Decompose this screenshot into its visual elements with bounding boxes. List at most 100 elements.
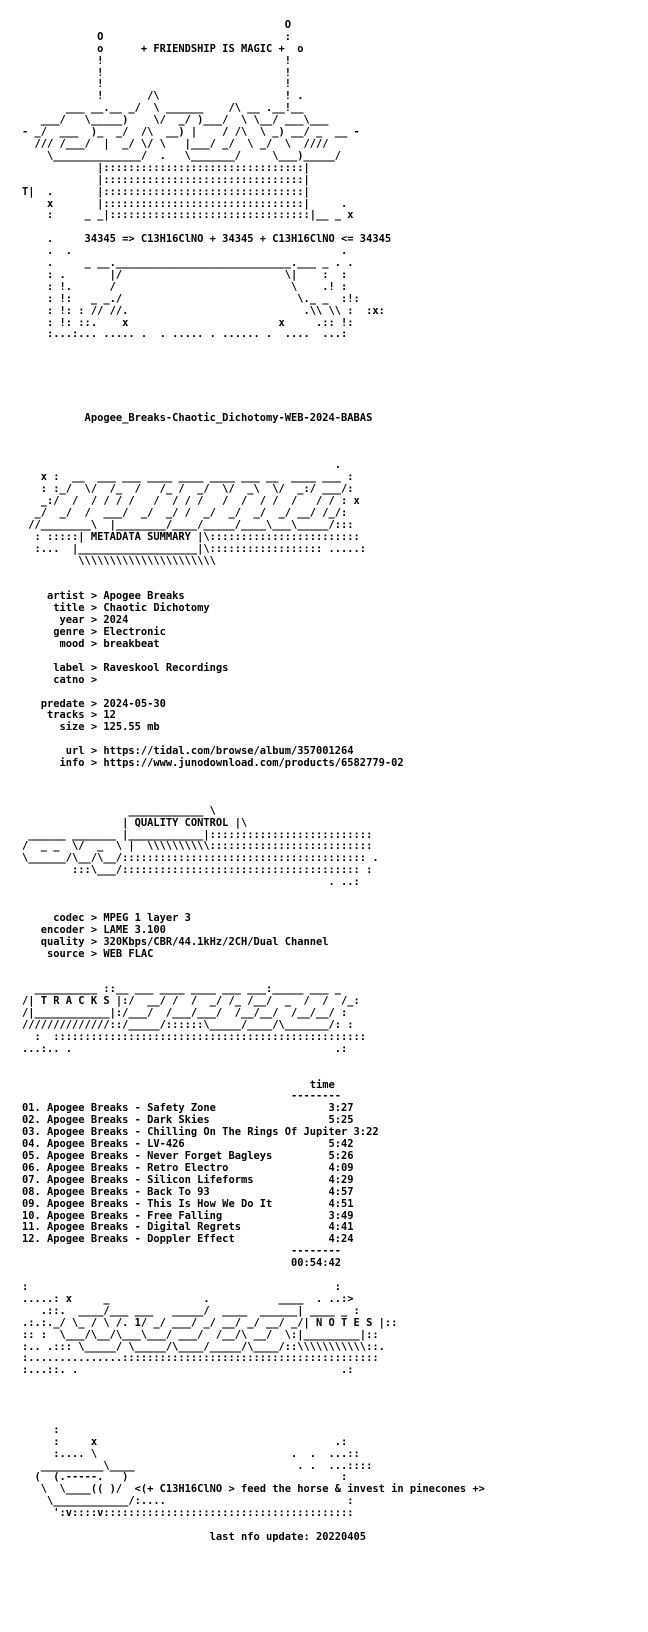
nfo-line: ! /\ ! . (22, 90, 342, 103)
nfo-line (22, 340, 335, 352)
nfo-line: ( (.-----. ) : (22, 1471, 348, 1484)
nfo-line (22, 1519, 335, 1531)
nfo-line: source > WEB FLAC (22, 947, 154, 960)
nfo-line: codec > MPEG 1 layer 3 (22, 911, 191, 924)
nfo-line: O : (22, 30, 335, 43)
nfo-line: __________\____ . . ...:::: (22, 1459, 373, 1472)
nfo-line: \____________/:.... : (22, 1495, 354, 1508)
nfo-line: quality > 320Kbps/CBR/44.1kHz/2CH/Dual C… (22, 935, 329, 948)
nfo-line (22, 376, 335, 388)
nfo-line (22, 221, 335, 233)
nfo-line: artist > Apogee Breaks (22, 590, 185, 603)
nfo-line: catno > (22, 673, 98, 686)
nfo-line: 09. Apogee Breaks - This Is How We Do It… (22, 1197, 354, 1210)
nfo-line: Apogee_Breaks-Chaotic_Dichotomy-WEB-2024… (22, 411, 373, 424)
nfo-line: :...:... ..... . . ..... . ...... . ....… (22, 328, 348, 341)
nfo-line: 02. Apogee Breaks - Dark Skies 5:25 (22, 1114, 354, 1127)
nfo-line: . . . (22, 245, 348, 258)
nfo-line: : x .: (22, 1435, 348, 1448)
nfo-line: genre > Electronic (22, 626, 166, 639)
nfo-line (22, 650, 335, 662)
nfo-line: _:/ / / / / / / / / / / / / / / / / : x (22, 495, 360, 508)
nfo-line (22, 733, 335, 745)
nfo-line (22, 424, 335, 436)
nfo-line (22, 960, 335, 972)
nfo-line (22, 686, 335, 698)
nfo-line: : !: ::. x x .:: !: (22, 316, 354, 329)
nfo-line: T| . |::::::::::::::::::::::::::::::::| (22, 185, 348, 198)
nfo-line: . _ __.____________________________.___ … (22, 257, 354, 270)
nfo-line (22, 971, 335, 983)
nfo-line: : _ _|::::::::::::::::::::::::::::::::|_… (22, 209, 354, 222)
nfo-line: -------- (22, 1090, 342, 1103)
nfo-line: : : (22, 1280, 342, 1293)
nfo-line: label > Raveskool Recordings (22, 661, 229, 674)
nfo-line: | QUALITY CONTROL |\ (22, 816, 367, 829)
nfo-line (22, 8, 322, 19)
nfo-line: 03. Apogee Breaks - Chilling On The Ring… (22, 1126, 379, 1139)
nfo-line (22, 781, 335, 793)
nfo-line: title > Chaotic Dichotomy (22, 602, 210, 615)
nfo-line (22, 1055, 335, 1067)
nfo-line (22, 888, 335, 900)
nfo-line: mood > breakbeat (22, 638, 160, 651)
nfo-line: ! ! (22, 78, 335, 91)
nfo-text: O O : o + FRIENDSHIP IS MAGIC + o ! ! ! (22, 8, 642, 1544)
nfo-line: 00:54:42 (22, 1257, 342, 1270)
nfo-line: __________ ::__ ___ ____ ____ ___ ___:__… (22, 983, 342, 996)
nfo-line: x |::::::::::::::::::::::::::::::::| . (22, 197, 348, 210)
nfo-line (22, 1376, 335, 1388)
nfo-line: //________\ |________/____/_____/____\__… (22, 518, 360, 531)
nfo-line: : !: _ _./ \._ _ :!: (22, 292, 360, 305)
nfo-line: : . |/ \| : : (22, 268, 348, 281)
nfo-line: 12. Apogee Breaks - Doppler Effect 4:24 (22, 1233, 354, 1246)
nfo-line: |::::::::::::::::::::::::::::::::| (22, 161, 348, 174)
nfo-line: url > https://tidal.com/browse/album/357… (22, 745, 354, 758)
nfo-line: .....: x _ . ____ . ..:> (22, 1292, 354, 1305)
nfo-line: : !. / \ .! : (22, 280, 348, 293)
nfo-line (22, 364, 335, 376)
nfo-line: x : __ ___ ___ ____ ____ ____ ___ __ ___… (22, 471, 354, 484)
nfo-line: encoder > LAME 3.100 (22, 923, 166, 936)
nfo-line: //////////////::/_____/::::::\_____/____… (22, 1019, 354, 1032)
nfo-line (22, 579, 335, 591)
nfo-line: _/ _/ / ___/ _/ _/ / _/ _/ _/ _/ __/ /_/… (22, 507, 354, 520)
nfo-line: .:.:._/ \_ / \ /. 1/ _/ ___/ _/ __/ _/ _… (22, 1316, 398, 1329)
nfo-line: |::::::::::::::::::::::::::::::::| (22, 173, 348, 186)
nfo-line: predate > 2024-05-30 (22, 697, 166, 710)
nfo-line: :... |___________________|\:::::::::::::… (22, 542, 367, 555)
nfo-line: : !: : // //. .\\ \\ : :x: (22, 304, 385, 317)
nfo-line (22, 1400, 335, 1412)
nfo-line: size > 125.55 mb (22, 721, 160, 734)
nfo-line (22, 352, 335, 364)
nfo-line: ___ __.__ _/ \ ______ /\ __ .__!__ (22, 102, 335, 115)
nfo-line: 07. Apogee Breaks - Silicon Lifeforms 4:… (22, 1173, 354, 1186)
nfo-line (22, 388, 335, 400)
nfo-line: :.. .::: \_____/ \_____/\____/_____/\___… (22, 1340, 385, 1353)
nfo-line: ...:.. . .: (22, 1042, 348, 1055)
nfo-line: 10. Apogee Breaks - Free Falling 3:49 (22, 1209, 354, 1222)
nfo-line: .::. ____/___ ___ _____/ ____ ______| __… (22, 1304, 360, 1317)
nfo-line (22, 1269, 335, 1281)
nfo-line: ! ! (22, 66, 335, 79)
nfo-line: 06. Apogee Breaks - Retro Electro 4:09 (22, 1161, 354, 1174)
nfo-line: info > https://www.junodownload.com/prod… (22, 757, 404, 770)
nfo-line: . (22, 459, 342, 472)
nfo-line: 11. Apogee Breaks - Digital Regrets 4:41 (22, 1221, 354, 1234)
nfo-line: ___/ \_____) \/ _/ )___/ \ \__/ ___\___ (22, 114, 335, 127)
nfo-line: . ..: (22, 876, 360, 889)
nfo-line (22, 436, 335, 448)
nfo-line: 01. Apogee Breaks - Safety Zone 3:27 (22, 1102, 354, 1115)
nfo-line: ______ _______ |____________|:::::::::::… (22, 828, 373, 841)
nfo-line (22, 769, 335, 781)
nfo-line (22, 1388, 335, 1400)
nfo-line: :...............::::::::::::::::::::::::… (22, 1352, 379, 1365)
nfo-line (22, 793, 335, 805)
nfo-line: o + FRIENDSHIP IS MAGIC + o (22, 42, 348, 55)
nfo-line: /// /___/ | _/ \/ \ |___/ _/ \ _/ \ //// (22, 137, 342, 150)
nfo-line: :...::. . .: (22, 1364, 354, 1377)
nfo-line: 04. Apogee Breaks - LV-426 5:42 (22, 1138, 354, 1151)
nfo-line: last nfo update: 20220405 (22, 1531, 367, 1543)
nfo-line: ____________ \ (22, 804, 335, 817)
nfo-line (22, 448, 335, 460)
